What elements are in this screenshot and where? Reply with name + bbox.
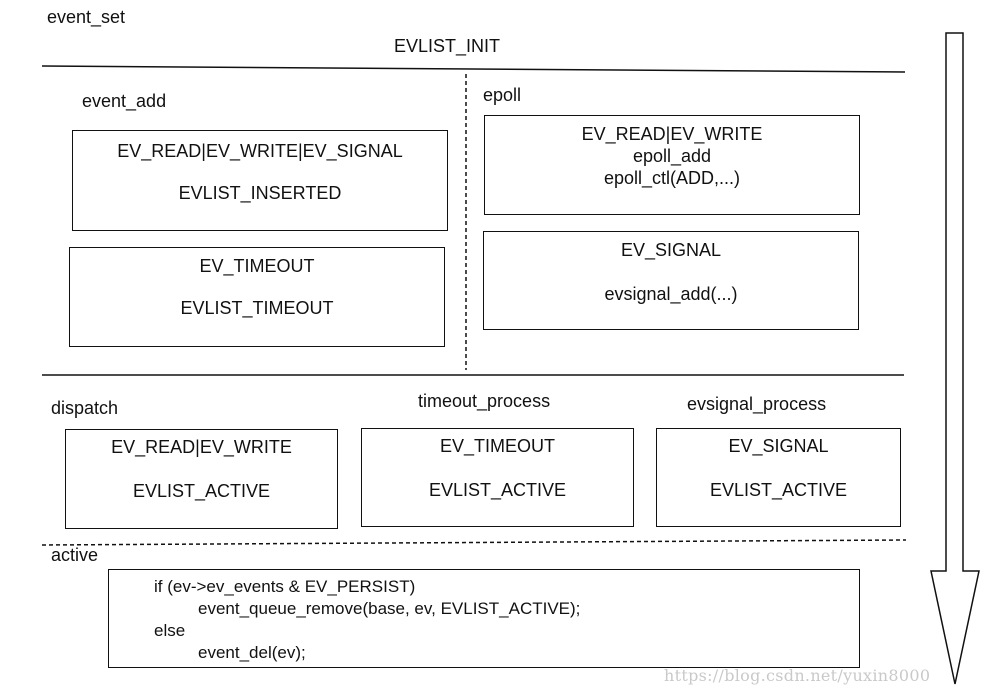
box-line: EVLIST_ACTIVE [132, 481, 271, 501]
box-line: EV_SIGNAL [620, 240, 722, 260]
epoll-signal-box: EV_SIGNAL evsignal_add(...) [483, 231, 859, 330]
label-evlist-init: EVLIST_INIT [394, 36, 501, 56]
watermark: https://blog.csdn.net/yuxin8000 [664, 666, 931, 685]
code-line: event_queue_remove(base, ev, EVLIST_ACTI… [198, 599, 581, 618]
box-line: EVLIST_ACTIVE [709, 480, 848, 500]
event-add-rw-signal-box: EV_READ|EV_WRITE|EV_SIGNAL EVLIST_INSERT… [72, 130, 448, 231]
box-line: EV_SIGNAL [728, 436, 829, 456]
box-line: EV_TIMEOUT [439, 436, 555, 456]
top-separator [41, 65, 906, 73]
dispatch-timeout-box: EV_TIMEOUT EVLIST_ACTIVE [361, 428, 634, 527]
label-evsignal-process: evsignal_process [687, 394, 827, 414]
active-code-box: if (ev->ev_events & EV_PERSIST) event_qu… [108, 569, 860, 668]
box-line: evsignal_add(...) [604, 284, 738, 304]
label-active: active [51, 545, 99, 565]
dispatch-rw-box: EV_READ|EV_WRITE EVLIST_ACTIVE [65, 429, 338, 529]
label-dispatch: dispatch [51, 398, 119, 418]
code-line: else [154, 621, 186, 640]
epoll-rw-box: EV_READ|EV_WRITE epoll_add epoll_ctl(ADD… [484, 115, 860, 215]
event-add-timeout-box: EV_TIMEOUT EVLIST_TIMEOUT [69, 247, 445, 347]
flow-down-arrow [930, 32, 980, 685]
box-line: EV_TIMEOUT [199, 256, 315, 276]
dashed-separator [41, 539, 907, 546]
box-line: EV_READ|EV_WRITE [111, 437, 292, 457]
box-line: EVLIST_ACTIVE [428, 480, 567, 500]
code-line: event_del(ev); [198, 643, 306, 662]
label-epoll: epoll [483, 85, 522, 105]
box-line: EV_READ|EV_WRITE|EV_SIGNAL [117, 141, 403, 161]
box-line: EVLIST_INSERTED [178, 183, 342, 203]
code-line: if (ev->ev_events & EV_PERSIST) [154, 577, 416, 596]
dispatch-signal-box: EV_SIGNAL EVLIST_ACTIVE [656, 428, 901, 527]
label-event-add: event_add [82, 91, 167, 111]
box-line: epoll_ctl(ADD,...) [603, 168, 741, 188]
box-line: EV_READ|EV_WRITE [581, 124, 763, 144]
label-event-set: event_set [47, 7, 126, 27]
box-line: epoll_add [632, 146, 712, 166]
label-timeout-process: timeout_process [418, 391, 551, 411]
box-line: EVLIST_TIMEOUT [180, 298, 334, 318]
